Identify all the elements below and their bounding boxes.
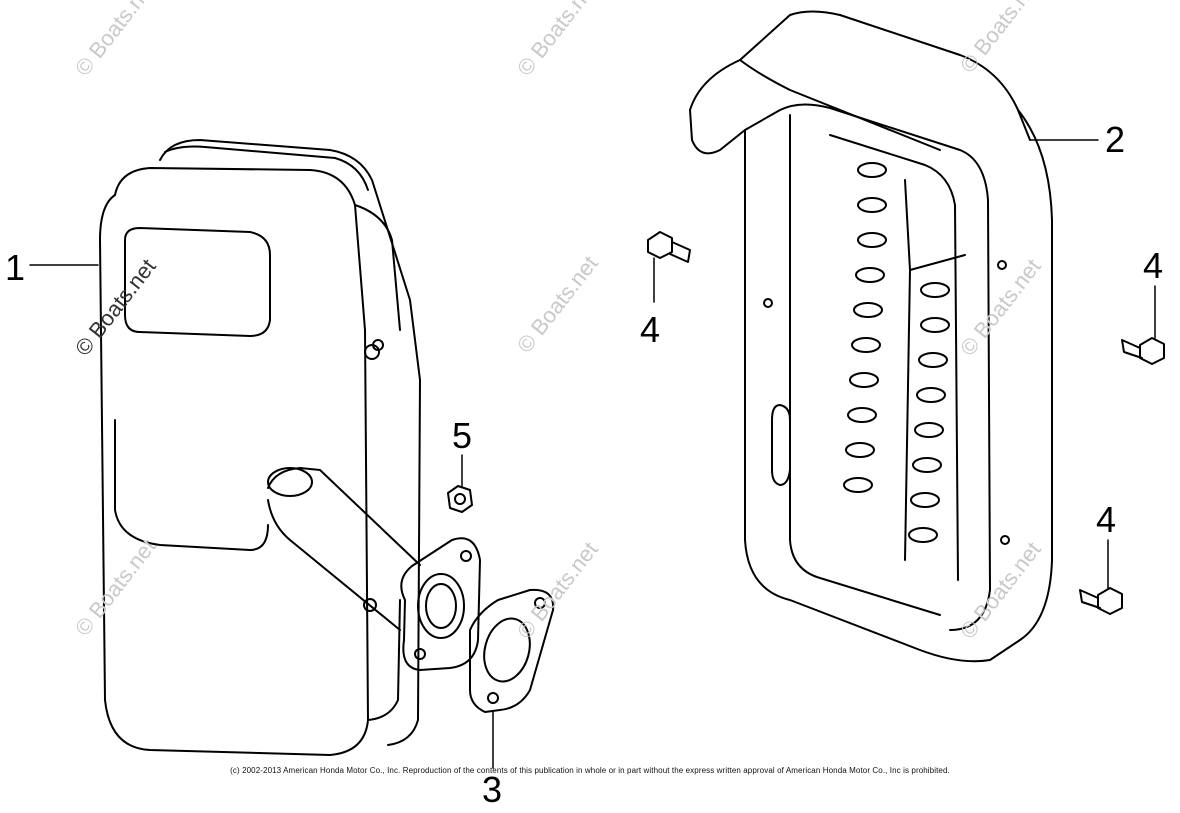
protector-part <box>690 12 1052 662</box>
callout-4-upper-right: 4 <box>1143 245 1164 286</box>
callout-4-lower-right: 4 <box>1096 499 1117 540</box>
bolt-part-a <box>648 232 690 262</box>
callout-5: 5 <box>452 415 473 456</box>
callout-2: 2 <box>1105 119 1126 160</box>
muffler-part <box>100 140 480 755</box>
nut-part <box>448 486 472 512</box>
louvers-right <box>909 283 949 542</box>
leader-lines <box>30 140 1155 768</box>
callout-1: 1 <box>5 247 26 288</box>
gasket-part <box>470 590 553 712</box>
bolt-part-b <box>1122 338 1164 364</box>
callout-4-left: 4 <box>640 309 661 350</box>
louvers-left <box>844 163 886 492</box>
callout-3: 3 <box>482 769 503 810</box>
copyright-notice: (c) 2002-2013 American Honda Motor Co., … <box>230 766 950 775</box>
bolt-part-c <box>1080 588 1122 614</box>
